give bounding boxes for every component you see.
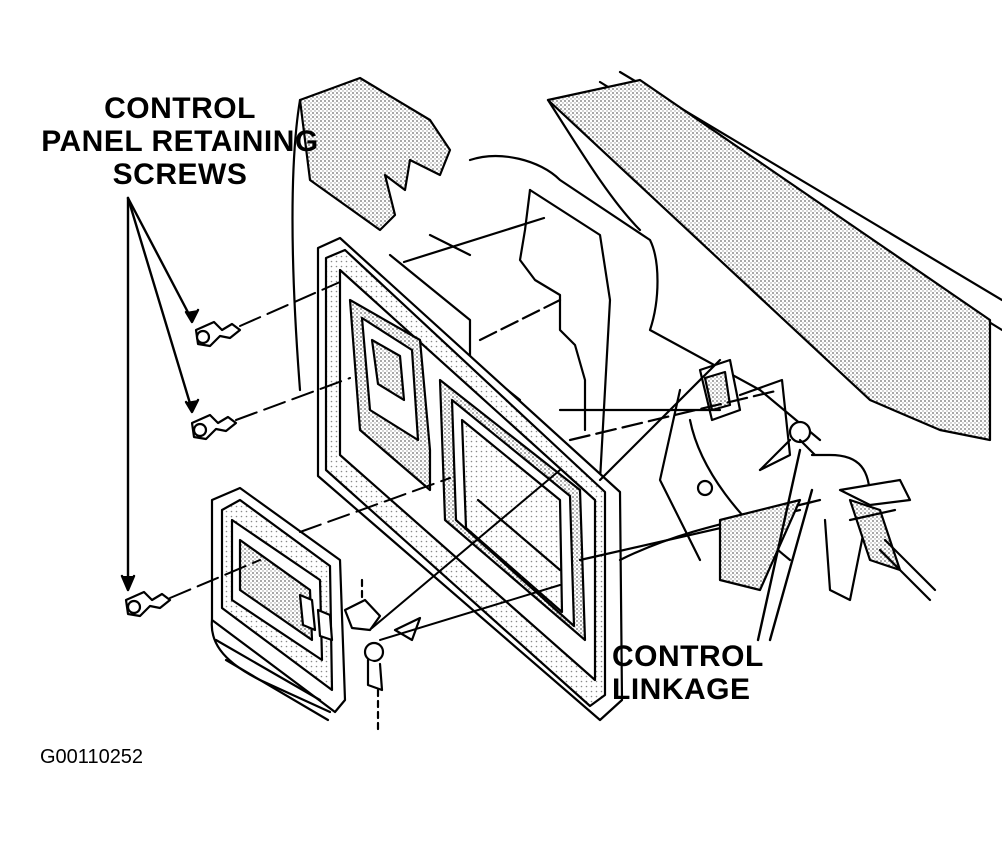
linkage-label-line1: CONTROL [612,640,764,673]
screws-leader-lines [120,196,200,592]
retaining-screw-upper [194,320,242,348]
screws-label-line1: CONTROL [104,92,256,125]
linkage-leader-lines [756,448,814,642]
windshield-cowl [546,70,1002,442]
linkage-label-line2: LINKAGE [612,673,751,706]
dash-pad [291,76,452,392]
control-linkage-mechanism [558,358,937,602]
control-panel-bezel [316,236,624,722]
control-head-assembly [210,486,347,722]
screws-label-line3: SCREWS [112,158,248,191]
bezel-to-clip-lines [371,469,561,641]
screw-alignment-lines [169,281,451,599]
screws-label-line2: PANEL RETAINING [41,125,319,158]
retaining-screw-lower [124,590,172,618]
figure-id: G00110252 [40,746,144,768]
mounting-clip [343,578,422,732]
control-panel-retaining-screws-label: CONTROL PANEL RETAINING SCREWS [20,92,340,191]
retaining-screw-middle [190,413,238,441]
control-linkage-label: CONTROL LINKAGE [612,640,782,706]
